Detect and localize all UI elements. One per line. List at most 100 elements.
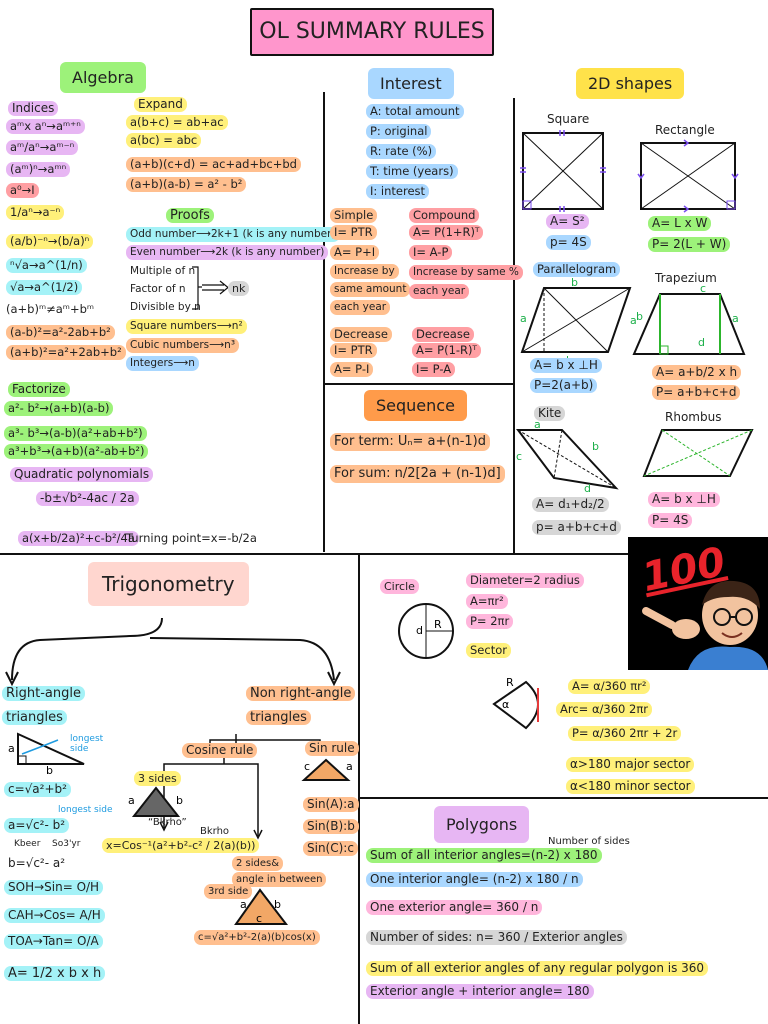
trig-formula: SOH→Sin= O/H	[4, 880, 104, 895]
cosine-rule-title: Cosine rule	[182, 743, 258, 758]
polygon-rule: One exterior angle= 360 / n	[366, 900, 543, 915]
circle-area: A=πr²	[466, 594, 508, 609]
svg-text:a: a	[520, 312, 527, 325]
rectangle-diagram	[637, 139, 739, 213]
square-perimeter: p= 4S	[546, 235, 591, 250]
compound-note: Increase by same %	[409, 265, 523, 280]
sin-rule: Sin(A):a	[303, 797, 359, 812]
law-of-cosines: c=√a²+b²-2(a)(b)cos(x)	[194, 930, 320, 945]
decrease-simple-formula: I= PTR	[330, 343, 377, 358]
circle-r-label: R	[434, 618, 442, 631]
trig-formula: TOA→Tan= O/A	[4, 934, 103, 949]
longest-side-annotation: longest side	[58, 805, 113, 815]
proof-rule: Multiple of n	[130, 265, 196, 277]
sequence-header: Sequence	[364, 390, 467, 421]
sector-arc: Arc= α/360 2πr	[556, 702, 652, 717]
decrease-simple-title: Decrease	[330, 327, 392, 342]
parallelogram-perimeter: P=2(a+b)	[530, 378, 598, 393]
svg-text:d: d	[698, 336, 705, 349]
sequence-term: For term: Uₙ= a+(n-1)d	[330, 433, 491, 451]
index-rule: ⁿ√a→a^(1/n)	[6, 258, 87, 273]
kite-name: Kite	[534, 406, 566, 421]
page-title: OL SUMMARY RULES	[250, 8, 494, 56]
svg-text:b: b	[592, 440, 599, 453]
polygon-rule: One interior angle= (n-2) x 180 / n	[366, 872, 583, 887]
svg-text:a: a	[8, 742, 15, 755]
expand-title: Expand	[134, 97, 187, 112]
parallelogram-area: A= b x ⊥H	[530, 358, 602, 373]
parallelogram-diagram: ba ab	[520, 276, 637, 367]
sector-r-label: R	[506, 676, 514, 689]
interest-def: T: time (years)	[366, 164, 458, 179]
non-right-title: Non right-angle	[246, 686, 356, 701]
trig-formula: b=√c²- a²	[8, 856, 66, 870]
proof-nk: nk	[228, 281, 250, 296]
svg-text:b: b	[636, 310, 643, 323]
polygons-header: Polygons	[434, 806, 530, 843]
sin-rule: Sin(B):b	[303, 819, 359, 834]
two-sides-label: 2 sides&	[232, 856, 284, 871]
circle-d-label: d	[416, 624, 423, 637]
simple-title: Simple	[330, 208, 378, 223]
completed-square: a(x+b/2a)²+c-b²/4a	[18, 531, 139, 546]
proof-rule: Integers⟶n	[126, 356, 199, 371]
svg-text:b: b	[571, 276, 578, 289]
decrease-compound-title: Decrease	[412, 327, 474, 342]
circle-diameter: Diameter=2 radius	[466, 573, 584, 588]
rectangle-name: Rectangle	[655, 123, 715, 137]
trig-formula: c=√a²+b²	[4, 782, 71, 797]
avatar	[642, 580, 768, 670]
kite-diagram: ab cd	[516, 418, 619, 495]
kite-perimeter: p= a+b+c+d	[532, 520, 621, 535]
sector-diagram: R α	[492, 676, 539, 730]
trapezium-perimeter: P= a+b+c+d	[652, 385, 741, 400]
decrease-compound-formula: A= P(1-R)ᵀ	[412, 343, 481, 358]
sector-perimeter: P= α/360 2πr + 2r	[568, 726, 682, 741]
soghyr-label: So3'yr	[52, 839, 81, 849]
expand-rule: (a+b)(a-b) = a² - b²	[126, 177, 247, 192]
non-right-title: triangles	[246, 710, 311, 725]
square-diagram	[520, 130, 606, 212]
right-angle-title: triangles	[2, 710, 67, 725]
svg-text:a: a	[346, 760, 353, 773]
svg-text:b: b	[46, 764, 53, 777]
proof-rule: Factor of n	[130, 283, 186, 295]
rhombus-name: Rhombus	[665, 410, 722, 424]
square-name: Square	[547, 112, 590, 126]
compound-title: Compound	[409, 208, 480, 223]
rectangle-perimeter: P= 2(L + W)	[648, 237, 731, 252]
cosine-formula: x=Cos⁻¹(a²+b²-c² / 2(a)(b))	[102, 838, 260, 853]
major-sector: α>180 major sector	[566, 757, 695, 772]
interest-def: P: original	[366, 124, 432, 139]
indices-title: Indices	[8, 101, 59, 116]
quadratic-title: Quadratic polynomials	[10, 467, 154, 482]
svg-text:a: a	[630, 314, 637, 327]
svg-text:d: d	[584, 482, 591, 495]
svg-text:b: b	[274, 898, 281, 911]
factorize-title: Factorize	[8, 382, 70, 397]
interest-def: I: interest	[366, 184, 430, 199]
expand-rule: (a+b)(c+d) = ac+ad+bc+bd	[126, 157, 301, 172]
proof-rule: Even number⟶2k (k is any number)	[126, 245, 329, 260]
index-rule: (a-b)²=a²-2ab+b²	[6, 325, 115, 340]
proofs-bracket	[192, 266, 229, 310]
index-rule: (aᵐ)ⁿ→aᵐⁿ	[6, 162, 71, 177]
compound-note: each year	[409, 284, 470, 299]
index-rule: √a→a^(1/2)	[6, 280, 83, 295]
simple-formula: A= P+I	[330, 245, 380, 260]
kbeer-label: Kbeer	[14, 839, 41, 849]
trig-formula: a=√c²- b²	[4, 818, 70, 833]
expand-rule: a(bc) = abc	[126, 133, 202, 148]
factorize-rule: a³- b³→(a-b)(a²+ab+b²)	[4, 426, 147, 441]
decrease-simple-formula: A= P-I	[330, 362, 374, 377]
index-rule: 1/aⁿ→a⁻ⁿ	[6, 205, 65, 220]
sequence-sum: For sum: n/2[2a + (n-1)d]	[330, 465, 505, 483]
simple-note: same amount	[330, 282, 411, 297]
proof-rule: Square numbers⟶n²	[126, 319, 247, 334]
rhombus-diagram	[642, 429, 754, 477]
svg-text:c: c	[304, 760, 310, 773]
quadratic-formula: -b±√b²-4ac / 2a	[36, 491, 139, 506]
turning-point: Turning point=x=-b/2a	[126, 531, 257, 545]
minor-sector: α<180 minor sector	[566, 779, 695, 794]
